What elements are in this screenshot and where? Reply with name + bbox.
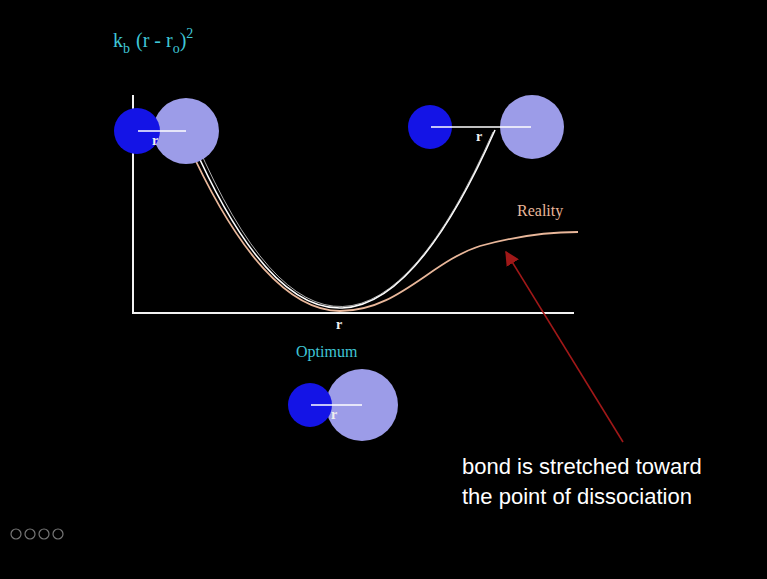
formula-term: (r - r: [136, 29, 173, 51]
bond-line: [138, 130, 186, 132]
harmonic-curve-edge: [196, 132, 493, 307]
formula-subscript: b: [123, 41, 130, 56]
bond-line: [431, 126, 531, 128]
distance-label: r: [152, 133, 158, 149]
formula-subscript: o: [173, 41, 180, 56]
x-axis: [132, 312, 574, 314]
axis-label: r: [336, 317, 342, 333]
curve-label: Reality: [517, 202, 563, 220]
morse-curve: [187, 142, 578, 311]
distance-label: r: [331, 407, 337, 423]
formula-symbol: k: [113, 29, 123, 51]
distance-label: r: [476, 129, 482, 145]
formula-term: ): [180, 29, 187, 51]
toolbar-icons: [11, 529, 63, 539]
formula-superscript: 2: [186, 26, 193, 41]
formula: kb (r - ro)2: [113, 28, 193, 55]
callout-note: bond is stretched toward the point of di…: [462, 452, 734, 512]
bond-line: [311, 404, 362, 406]
state-label: Optimum: [296, 343, 357, 361]
pointer-arrow: [506, 252, 623, 442]
harmonic-curve: [192, 130, 495, 308]
